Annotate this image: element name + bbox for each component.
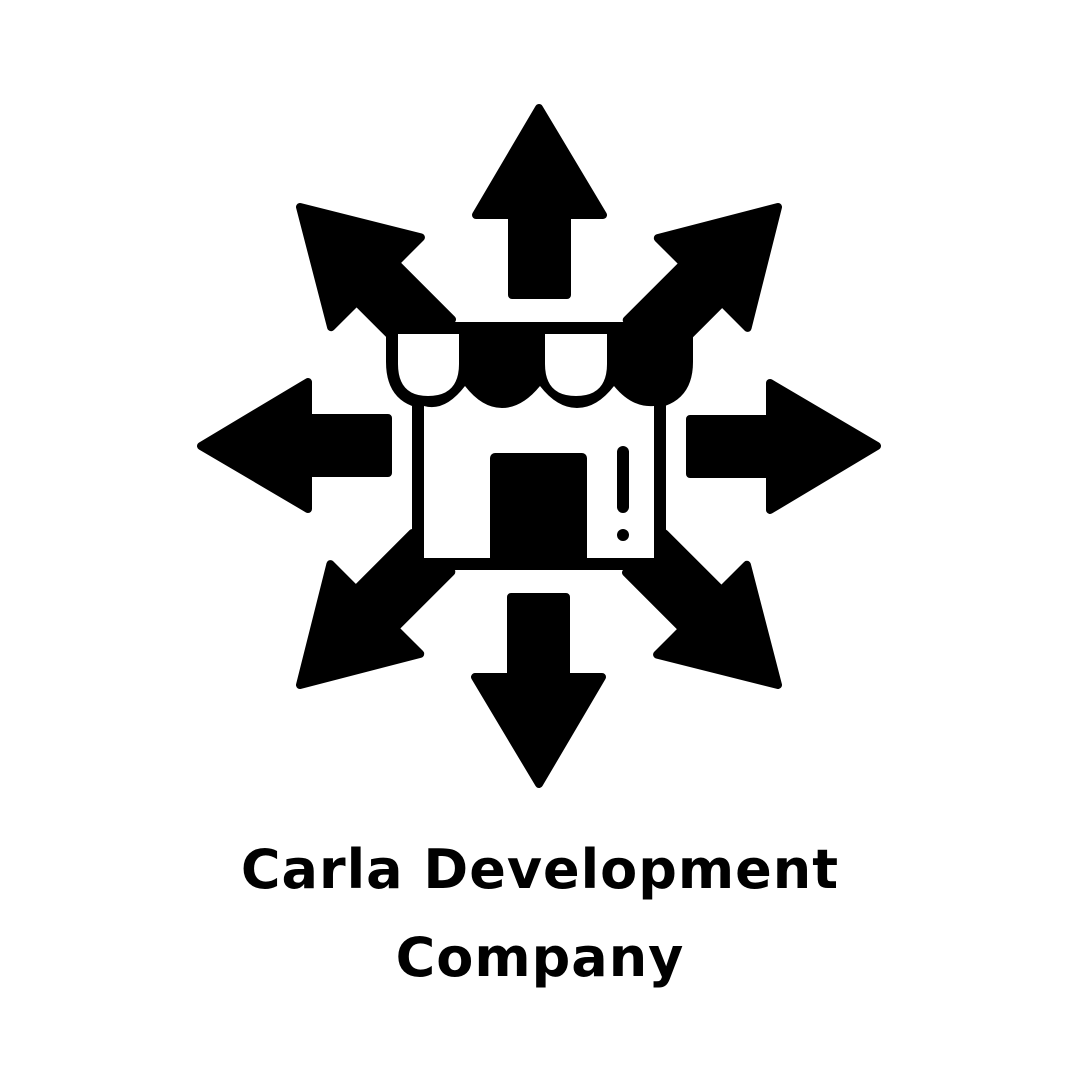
company-name-line2: Company bbox=[395, 926, 685, 989]
arrow-right-icon bbox=[690, 383, 877, 510]
storefront-icon bbox=[386, 322, 693, 570]
company-name: Carla Development Company bbox=[0, 826, 1080, 1002]
company-name-line1: Carla Development bbox=[240, 838, 840, 901]
arrow-down-icon bbox=[475, 597, 602, 784]
arrow-up-icon bbox=[476, 108, 603, 295]
arrow-left-icon bbox=[201, 382, 388, 509]
logo-icon bbox=[0, 0, 1080, 800]
